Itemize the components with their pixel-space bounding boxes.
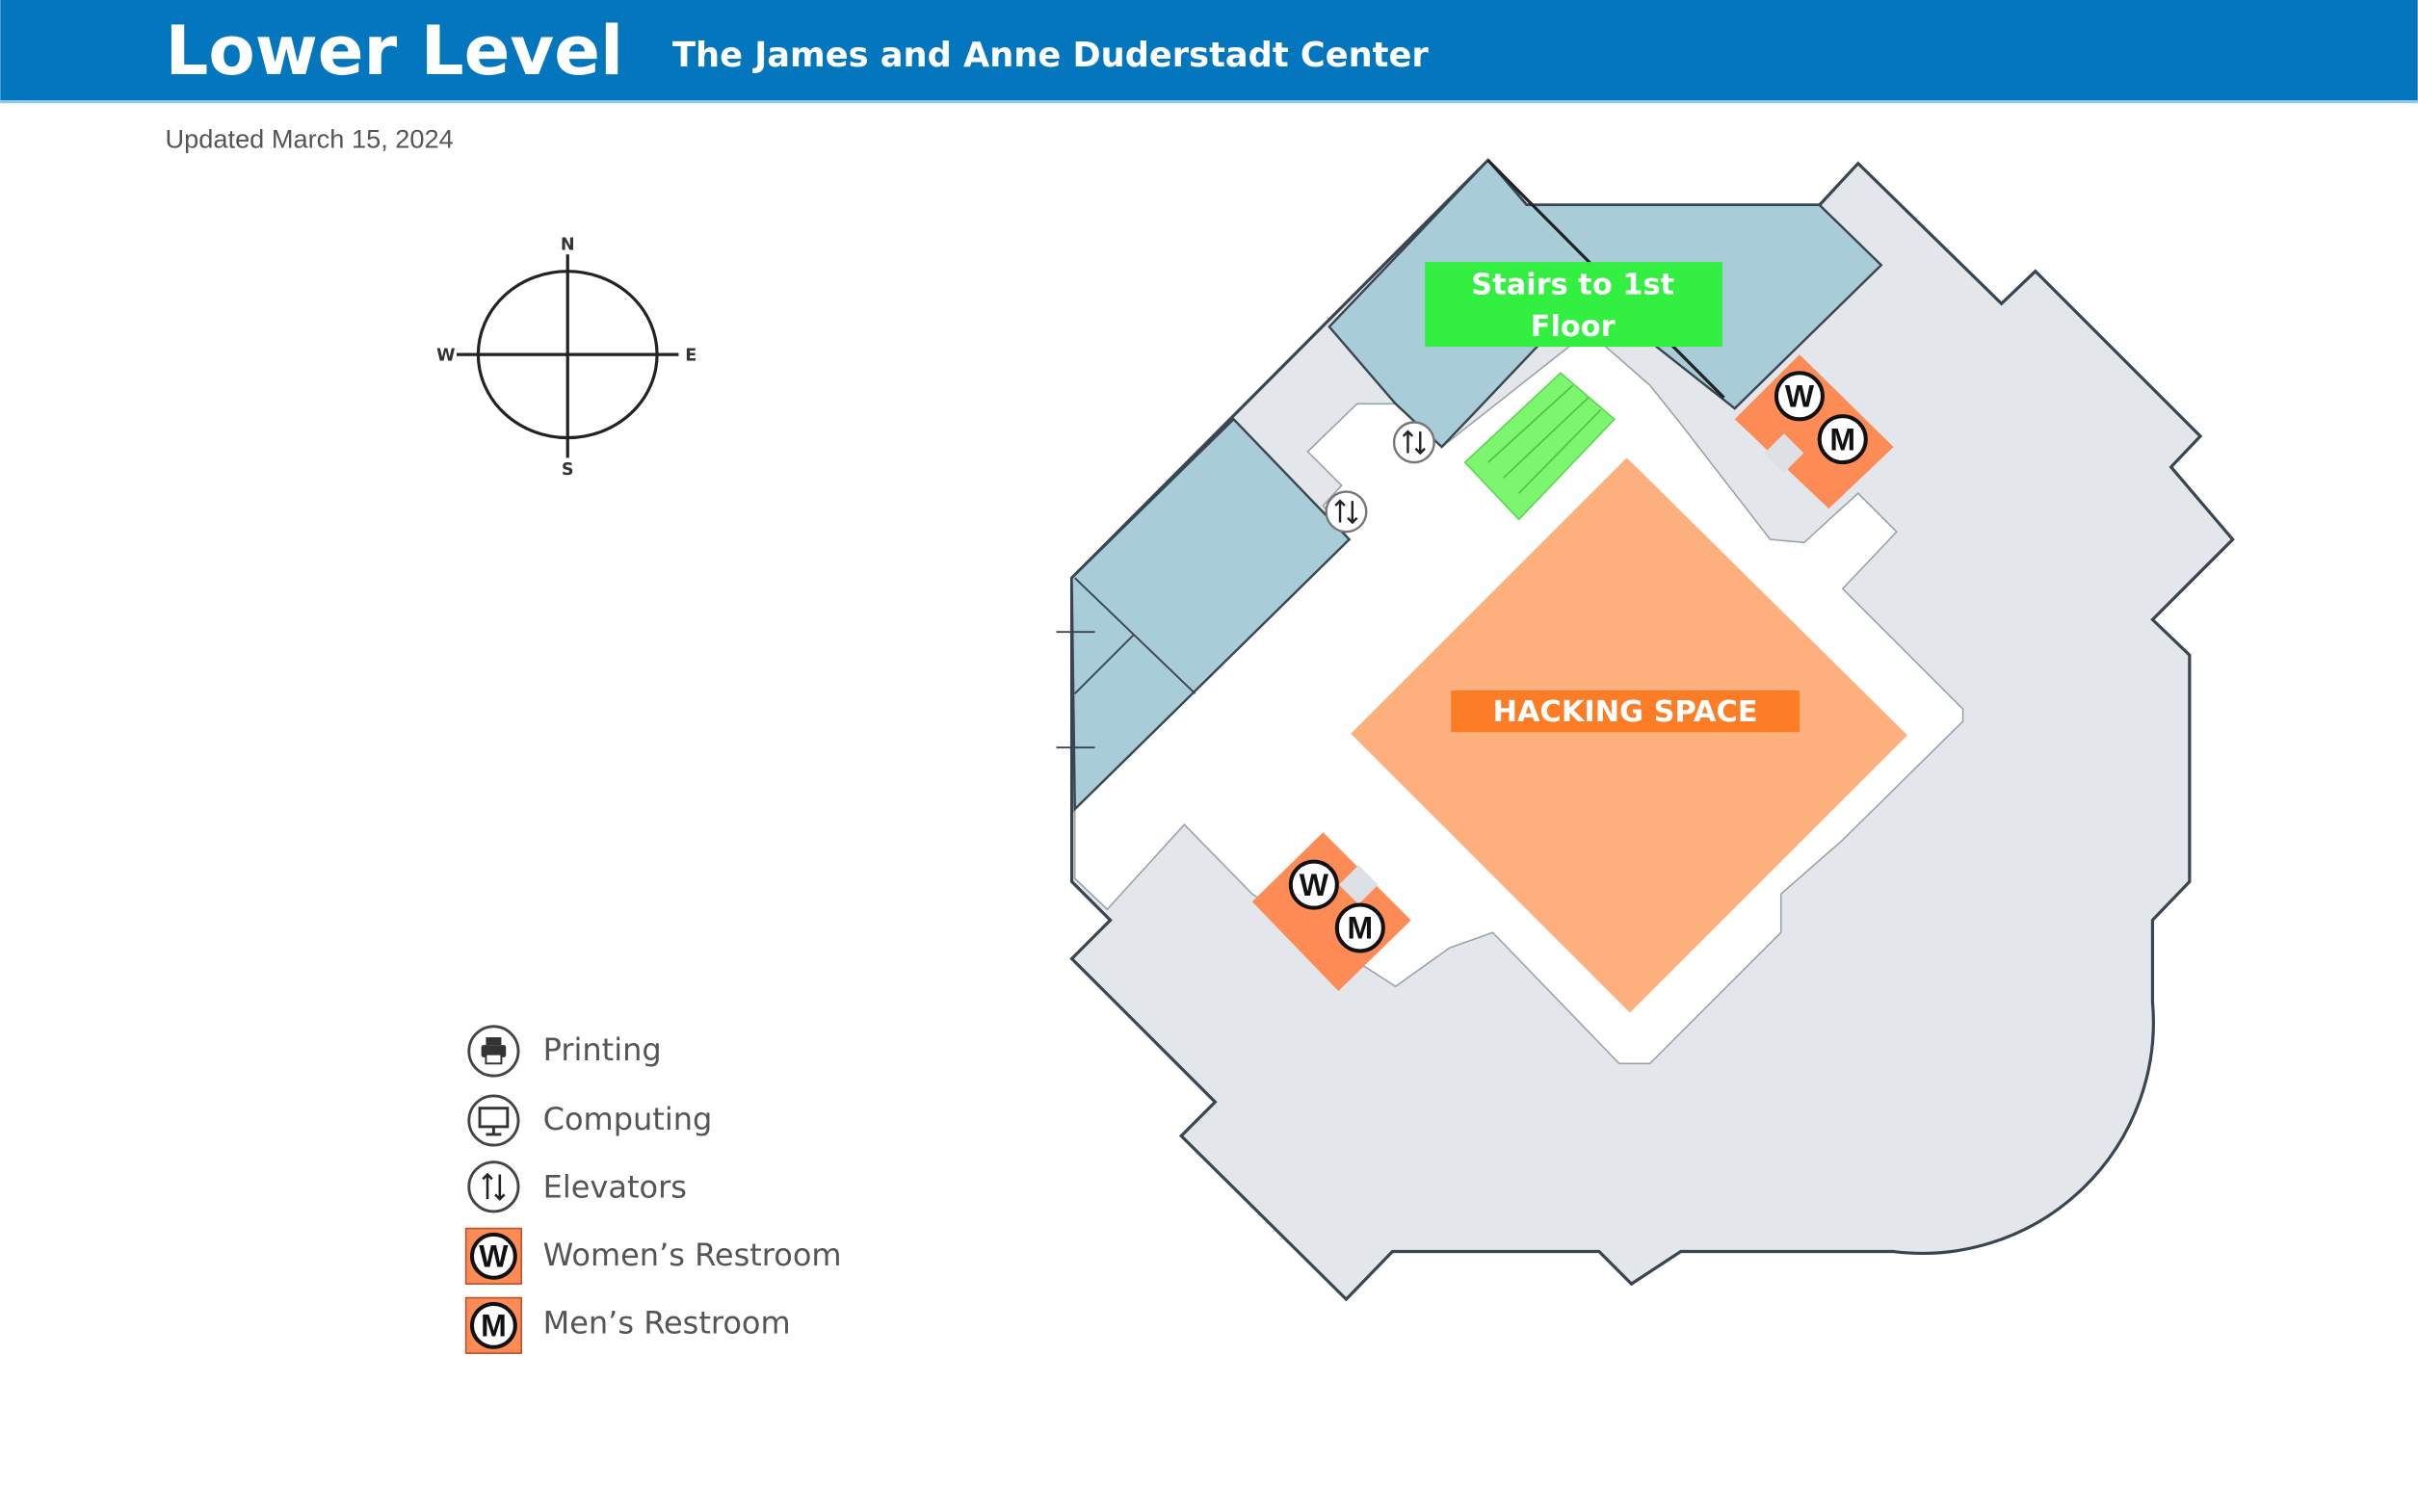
legend: Printing Computing Elevators W Women’s [464, 1025, 842, 1354]
restroom-vestibule [1764, 433, 1804, 473]
legend-item-mens-restroom: M Men’s Restroom [464, 1296, 791, 1354]
svg-text:M: M [481, 1309, 507, 1343]
header-bar [0, 0, 2418, 102]
stairs-label-line1: Stairs to 1st [1471, 269, 1674, 302]
header-divider [0, 100, 2418, 104]
monitor-icon [467, 1094, 520, 1147]
elevator-icon [467, 1160, 520, 1213]
womens-restroom-icon: W [464, 1227, 523, 1285]
legend-label: Men’s Restroom [543, 1304, 791, 1341]
svg-text:W: W [1785, 379, 1815, 414]
hacking-label-box [1451, 690, 1800, 733]
restroom-block-sw [1251, 832, 1411, 992]
room-divider [1074, 577, 1196, 694]
legend-label: Elevators [543, 1169, 687, 1206]
compass-east: E [685, 346, 696, 365]
room-left-blue [1070, 417, 1352, 813]
legend-item-computing: Computing [467, 1094, 713, 1147]
compass-north: N [561, 235, 575, 254]
elevator-icon [1392, 421, 1435, 464]
stairs-label-box [1425, 262, 1722, 348]
updated-date: Updated March 15, 2024 [166, 124, 454, 154]
stair-steps [1487, 384, 1602, 494]
compass-south: S [562, 460, 574, 480]
page-title: Lower Level [166, 12, 624, 91]
compass-rose [457, 254, 679, 458]
stairs-label-line2: Floor [1531, 310, 1616, 344]
womens-restroom-icon: W [1774, 371, 1825, 422]
mens-restroom-icon: M [1817, 414, 1868, 465]
svg-text:W: W [479, 1239, 509, 1274]
mens-restroom-icon: M [1334, 902, 1385, 953]
elevator-icon [1325, 490, 1368, 534]
stairs-area [1463, 372, 1616, 521]
svg-text:M: M [1829, 422, 1855, 456]
legend-item-elevators: Elevators [467, 1160, 687, 1213]
hacking-space-area [1351, 457, 1907, 1013]
mens-restroom-icon: M [464, 1296, 523, 1354]
womens-restroom-icon: W [1288, 859, 1339, 910]
door-marks [1056, 631, 1095, 749]
legend-item-womens-restroom: W Women’s Restroom [464, 1227, 842, 1285]
printer-icon [467, 1025, 520, 1078]
restroom-block-ne [1734, 354, 1894, 509]
building-name: The James and Anne Duderstadt Center [672, 36, 1429, 75]
legend-label: Printing [543, 1031, 662, 1068]
legend-label: Women’s Restroom [543, 1237, 842, 1273]
svg-text:M: M [1348, 911, 1374, 946]
floor-plan: W M W M Stairs to 1st Floor HACKING SPAC… [1056, 158, 2235, 1302]
legend-label: Computing [543, 1101, 713, 1137]
compass-west: W [436, 346, 455, 365]
hacking-space-label: HACKING SPACE [1493, 695, 1758, 729]
legend-item-printing: Printing [467, 1025, 662, 1078]
svg-text:W: W [1300, 868, 1329, 902]
